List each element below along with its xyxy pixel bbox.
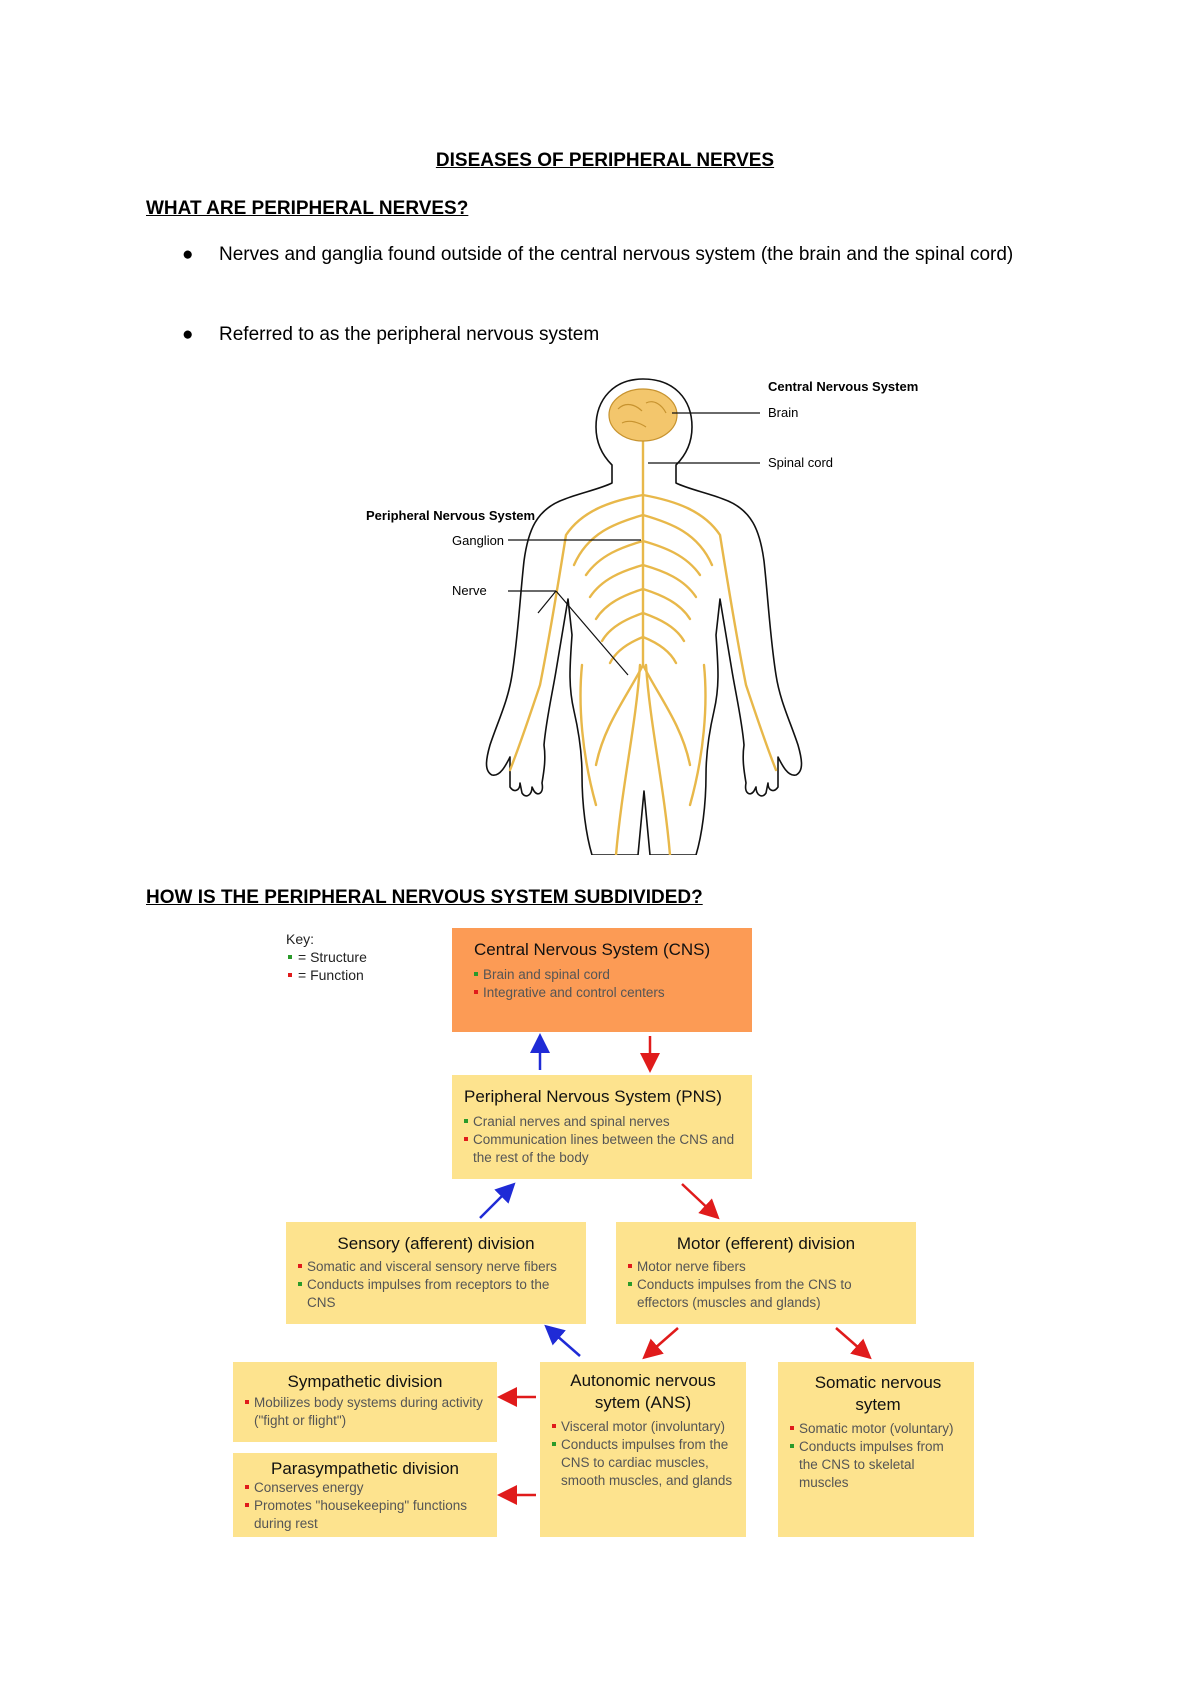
pns-label: Peripheral Nervous System — [366, 508, 535, 523]
bullet-item: ● Nerves and ganglia found outside of th… — [182, 239, 1062, 303]
brain-icon — [608, 388, 678, 442]
box-title: Parasympathetic division — [270, 1459, 460, 1478]
box-title: Peripheral Nervous System (PNS) — [464, 1087, 722, 1106]
structure-square-icon — [474, 972, 478, 976]
arrow-ans-to-sensory — [544, 1324, 581, 1357]
box-item: Visceral motor (involuntary) — [552, 1418, 734, 1436]
nerve-network — [508, 427, 778, 855]
box-item: Somatic motor (voluntary) — [790, 1420, 966, 1438]
box-item: Integrative and control centers — [474, 984, 730, 1002]
nerve-label: Nerve — [452, 583, 487, 598]
box-item: Conducts impulses from the CNS to cardia… — [552, 1436, 734, 1490]
sympathetic-box: Sympathetic division Mobilizes body syst… — [233, 1362, 497, 1442]
structure-square-icon — [790, 1444, 794, 1448]
function-square-icon — [464, 1137, 468, 1141]
function-square-icon — [628, 1264, 632, 1268]
arrow-motor-to-somatic — [835, 1327, 872, 1360]
box-title: Sensory (afferent) division — [337, 1234, 535, 1253]
autonomic-box: Autonomic nervous sytem (ANS) Visceral m… — [540, 1362, 746, 1537]
spinal-cord-label: Spinal cord — [768, 455, 833, 470]
flowchart-key: Key: = Structure = Function — [286, 930, 367, 984]
leader-lines — [508, 412, 760, 676]
box-item: Mobilizes body systems during activity (… — [245, 1394, 485, 1430]
box-item: Conducts impulses from the CNS to skelet… — [790, 1438, 966, 1492]
box-title: Central Nervous System (CNS) — [474, 940, 711, 959]
section-heading-what: WHAT ARE PERIPHERAL NERVES? — [146, 198, 469, 219]
structure-square-icon — [298, 1282, 302, 1286]
function-square-icon — [245, 1400, 249, 1404]
structure-square-icon — [552, 1442, 556, 1446]
pns-box: Peripheral Nervous System (PNS) Cranial … — [452, 1075, 752, 1179]
nervous-system-figure: Central Nervous System Brain Spinal cord… — [366, 378, 918, 855]
box-item: Motor nerve fibers — [628, 1258, 904, 1276]
parasympathetic-box: Parasympathetic division Conserves energ… — [233, 1453, 497, 1537]
function-square-icon — [552, 1424, 556, 1428]
bullet-item: ● Referred to as the peripheral nervous … — [182, 319, 1062, 351]
function-square-icon — [245, 1503, 249, 1507]
page-title: DISEASES OF PERIPHERAL NERVES — [435, 150, 775, 171]
arrow-motor-to-ans — [642, 1327, 679, 1360]
cns-label: Central Nervous System — [768, 379, 918, 394]
arrow-sensory-to-pns — [479, 1182, 516, 1219]
box-item: Cranial nerves and spinal nerves — [464, 1113, 740, 1131]
box-title: Motor (efferent) division — [676, 1234, 856, 1253]
sensory-box: Sensory (afferent) division Somatic and … — [286, 1222, 586, 1324]
box-item: Conserves energy — [245, 1479, 485, 1497]
box-title: Somatic nervous sytem — [814, 1373, 942, 1414]
brain-label: Brain — [768, 405, 798, 420]
motor-box: Motor (efferent) division Motor nerve fi… — [616, 1222, 916, 1324]
section-heading-how: HOW IS THE PERIPHERAL NERVOUS SYSTEM SUB… — [146, 887, 703, 908]
bullet-icon: ● — [182, 244, 194, 265]
box-title: Sympathetic division — [287, 1372, 443, 1391]
bullet-text: Referred to as the peripheral nervous sy… — [219, 324, 600, 345]
box-item: Promotes "housekeeping" functions during… — [245, 1497, 485, 1533]
key-structure: = Structure — [286, 948, 367, 966]
arrow-pns-to-motor — [681, 1183, 720, 1220]
box-item: Communication lines between the CNS and … — [464, 1131, 740, 1167]
key-title: Key: — [286, 931, 315, 947]
cns-box: Central Nervous System (CNS) Brain and s… — [452, 928, 752, 1032]
function-square-icon — [245, 1485, 249, 1489]
box-item: Conducts impulses from receptors to the … — [298, 1276, 574, 1312]
red-square-icon — [288, 973, 292, 977]
function-square-icon — [474, 990, 478, 994]
ganglion-label: Ganglion — [452, 533, 504, 548]
box-item: Brain and spinal cord — [474, 966, 730, 984]
box-title: Autonomic nervous sytem (ANS) — [570, 1371, 716, 1412]
structure-square-icon — [464, 1119, 468, 1123]
green-square-icon — [288, 955, 292, 959]
bullet-icon: ● — [182, 324, 194, 345]
box-item: Conducts impulses from the CNS to effect… — [628, 1276, 904, 1312]
function-square-icon — [298, 1264, 302, 1268]
somatic-box: Somatic nervous sytem Somatic motor (vol… — [778, 1362, 974, 1537]
structure-square-icon — [628, 1282, 632, 1286]
box-item: Somatic and visceral sensory nerve fiber… — [298, 1258, 574, 1276]
key-function: = Function — [286, 966, 367, 984]
bullet-text: Nerves and ganglia found outside of the … — [219, 244, 1014, 265]
function-square-icon — [790, 1426, 794, 1430]
